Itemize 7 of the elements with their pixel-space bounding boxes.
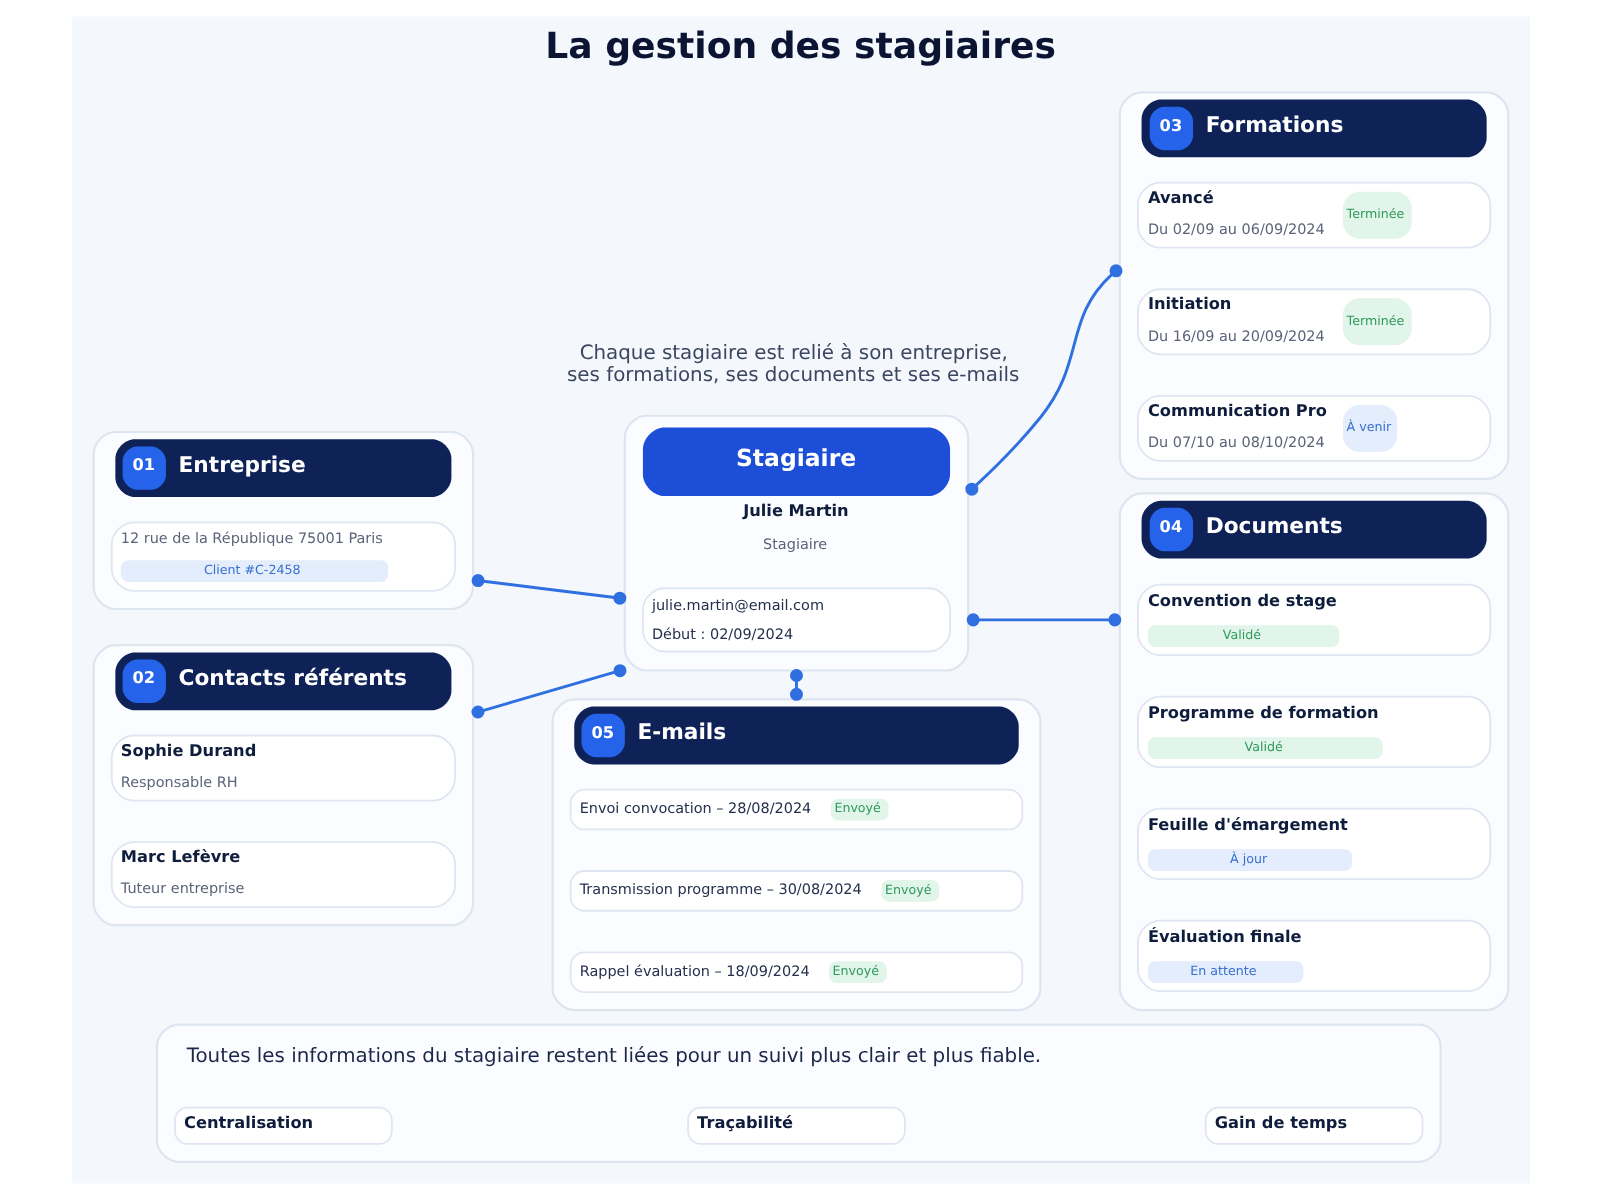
diagram-title: La gestion des stagiaires [544, 25, 1055, 68]
label: Chaque stagiaire est relié à son entreprise, ses formations, ses documents et ses e-mails [566, 343, 1019, 388]
connector [788, 669, 802, 701]
connector [965, 613, 1121, 627]
connector [964, 264, 1122, 496]
connector [470, 664, 626, 719]
connector [470, 574, 626, 605]
